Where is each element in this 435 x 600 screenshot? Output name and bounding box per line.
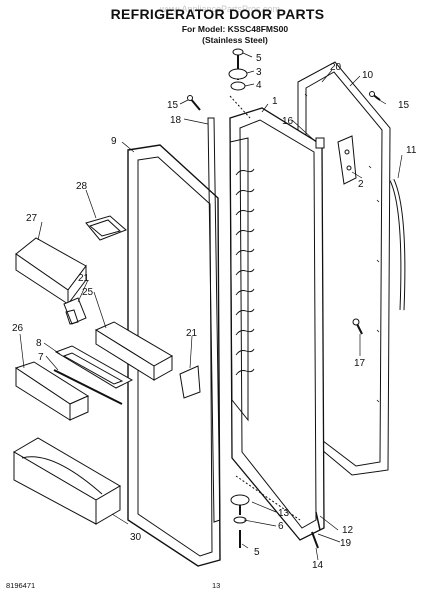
door-bin-27 — [15, 237, 87, 306]
callout-5-bottom: 5 — [254, 547, 260, 558]
callout-7: 7 — [38, 352, 44, 363]
butter-tray — [85, 215, 127, 241]
callout-5-top: 5 — [256, 53, 262, 64]
callout-16: 16 — [282, 116, 294, 127]
door-bin-26 — [14, 361, 90, 421]
callout-25: 25 — [82, 287, 94, 298]
dairy-compartment — [94, 321, 174, 381]
callout-15-right: 15 — [398, 100, 410, 111]
callout-3: 3 — [256, 67, 262, 78]
bin-bracket-lower — [179, 365, 201, 399]
callout-8: 8 — [36, 338, 42, 349]
watermark-text: www.AppliancePartsPros.com — [159, 4, 281, 14]
leader-lines — [19, 52, 403, 561]
document-number: 8196471 — [6, 581, 36, 590]
callout-26: 26 — [12, 323, 24, 334]
dairy-door-frame — [53, 345, 134, 405]
callout-14: 14 — [312, 560, 324, 571]
model-line: For Model: KSSC48FMS00 — [181, 24, 289, 34]
callout-19: 19 — [340, 538, 352, 549]
finish-line: (Stainless Steel) — [202, 35, 268, 45]
inner-door-liner — [229, 107, 325, 541]
callout-10: 10 — [362, 70, 374, 81]
callout-2: 2 — [358, 179, 364, 190]
callout-21-upper: 21 — [78, 273, 90, 284]
screws — [187, 91, 381, 549]
bottom-hinge-assembly — [230, 475, 301, 548]
callout-9: 9 — [111, 136, 117, 147]
diagram-title: REFRIGERATOR DOOR PARTS — [110, 6, 325, 22]
callout-4: 4 — [256, 80, 262, 91]
callout-numbers: 5 3 4 20 10 15 15 18 1 16 9 2 11 28 27 2… — [12, 53, 417, 571]
callout-27: 27 — [26, 213, 38, 224]
callout-11: 11 — [406, 145, 417, 156]
door-bin-30 — [13, 437, 121, 525]
hinge-bracket — [337, 135, 357, 185]
callout-21-lower: 21 — [186, 328, 198, 339]
callout-18: 18 — [170, 115, 182, 126]
callout-13: 13 — [278, 508, 290, 519]
callout-17: 17 — [354, 358, 366, 369]
callout-15-left: 15 — [167, 100, 179, 111]
door-gasket — [127, 144, 221, 567]
top-hinge-assembly — [228, 48, 251, 119]
callout-28: 28 — [76, 181, 88, 192]
page-number: 13 — [212, 581, 221, 590]
door-handle — [389, 178, 406, 311]
callout-1: 1 — [272, 96, 278, 107]
callout-20: 20 — [330, 62, 342, 73]
callout-12: 12 — [342, 525, 354, 536]
liner-strip — [207, 117, 221, 523]
bin-bracket-upper — [63, 297, 87, 325]
callout-6: 6 — [278, 521, 284, 532]
callout-30: 30 — [130, 532, 142, 543]
